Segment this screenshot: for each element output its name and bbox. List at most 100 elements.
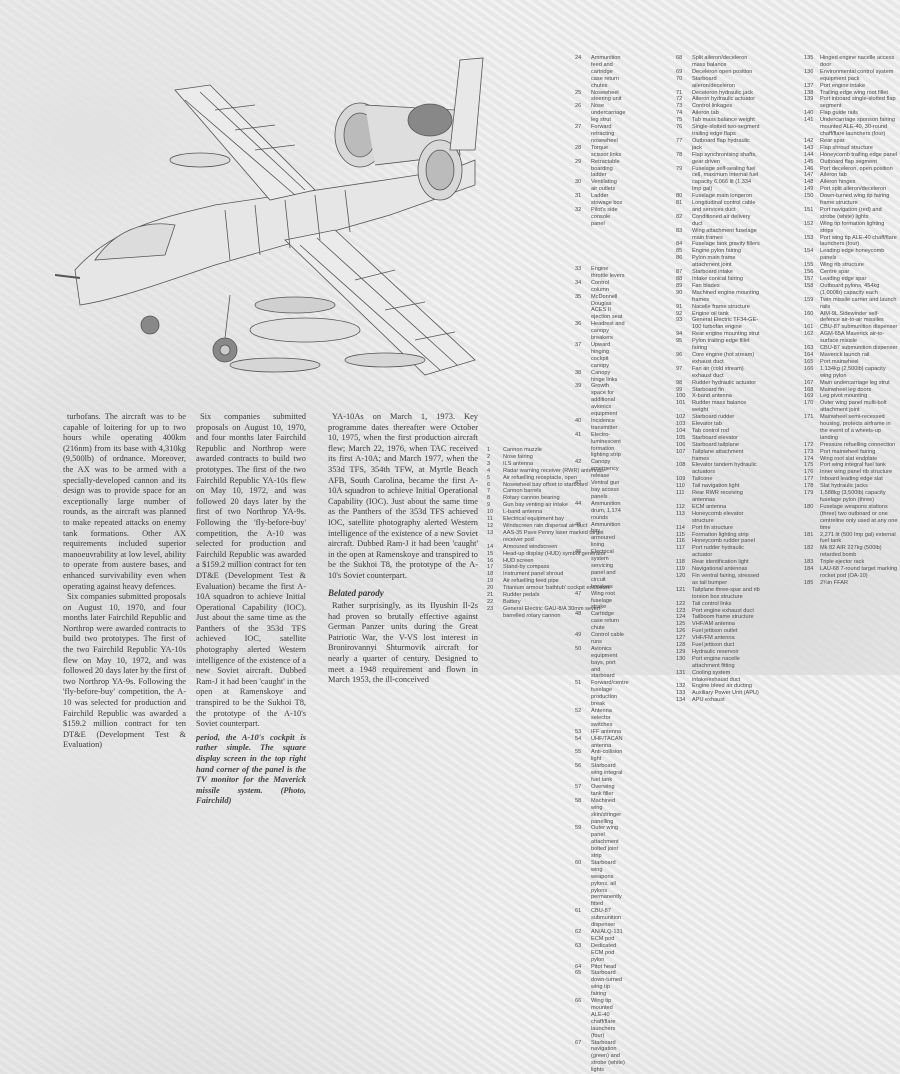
legend-number: 144 xyxy=(804,152,820,159)
legend-label: Anti-collision light xyxy=(591,749,625,763)
legend-label: Mainwheel leg doors xyxy=(820,387,898,394)
legend-label: Starboard navigation (green) and strobe … xyxy=(591,1040,625,1074)
legend-label: Avionics equipment bays, port and starbo… xyxy=(591,646,625,681)
legend-label: 1,588kg (3,500lb) capacity fuselage pylo… xyxy=(820,490,898,504)
legend-number: 82 xyxy=(676,214,692,228)
legend-label: Wing rib structure xyxy=(820,262,898,269)
legend-number: 129 xyxy=(676,649,692,656)
legend-label: Fuel jettison duct xyxy=(692,642,760,649)
legend-number: 166 xyxy=(804,366,820,380)
legend-number: 123 xyxy=(676,608,692,615)
legend-label: Port mainwheel fairing xyxy=(820,449,898,456)
legend-label: Leading edge honeycomb panels xyxy=(820,248,898,262)
article-column-2: Six companies submitted proposals on Aug… xyxy=(196,412,306,807)
legend-label: Twin missile carrier and launch rails xyxy=(820,297,898,311)
legend-number: 87 xyxy=(676,269,692,276)
legend-number: 103 xyxy=(676,421,692,428)
legend-number: 32 xyxy=(575,207,591,228)
legend-label: IFF antenna xyxy=(591,729,625,736)
legend-label: Cartridge case return chute xyxy=(591,611,625,632)
legend-number: 111 xyxy=(676,490,692,504)
legend-label: Mainwheel semi-recessed housing, protect… xyxy=(820,414,898,442)
legend-number: 31 xyxy=(575,193,591,207)
legend-label: Nosewheel steering unit xyxy=(591,90,623,104)
legend-label: Antenna selector switches xyxy=(591,708,625,729)
legend-number: 130 xyxy=(676,656,692,670)
legend-label: Tab mass balance weight xyxy=(692,117,760,124)
legend-number: 177 xyxy=(804,476,820,483)
legend-label: Electro-luminescent formation lighting s… xyxy=(591,432,625,460)
legend-number: 30 xyxy=(575,179,591,193)
legend-label: Port mainwheel xyxy=(820,359,898,366)
legend-label: Starboard elevator xyxy=(692,435,760,442)
legend-label: Tailcone xyxy=(692,476,760,483)
legend-number: 178 xyxy=(804,483,820,490)
legend-label: Wing tip mounted ALE-40 chaff/flare laun… xyxy=(591,998,625,1039)
legend-label: Intake conical fairing xyxy=(692,276,760,283)
legend-number: 99 xyxy=(676,387,692,394)
legend-number: 52 xyxy=(575,708,591,729)
legend-label: Leading edge spar xyxy=(820,276,898,283)
legend-label: Nose undercarriage leg strut xyxy=(591,103,626,124)
legend-label: Pressure refuelling connection xyxy=(820,442,898,449)
legend-number: 10 xyxy=(487,509,503,516)
legend-label: Fuselage weapons stations (three) two ou… xyxy=(820,504,898,532)
legend-number: 140 xyxy=(804,110,820,117)
legend-number: 19 xyxy=(487,578,503,585)
legend-label: Port engine exhaust duct xyxy=(692,608,760,615)
legend-number: 149 xyxy=(804,186,820,193)
legend-number: 70 xyxy=(676,76,692,90)
article-paragraph: YA-10As on March 1, 1973. Key programme … xyxy=(328,412,478,582)
legend-number: 131 xyxy=(676,670,692,684)
legend-number: 47 xyxy=(575,591,591,612)
legend-label: Aileron hydraulic actuator xyxy=(692,96,760,103)
legend-label: Rear RWR receiving antennas xyxy=(692,490,760,504)
legend-number: 148 xyxy=(804,179,820,186)
legend-number: 173 xyxy=(804,449,820,456)
legend-number: 132 xyxy=(676,683,692,690)
legend-label: Electrical system servicing panel and ci… xyxy=(591,549,625,590)
legend-number: 150 xyxy=(804,193,820,207)
legend-number: 18 xyxy=(487,571,503,578)
legend-label: Ammunition feed and cartridge case retur… xyxy=(591,55,623,90)
legend-number: 96 xyxy=(676,352,692,366)
legend-number: 69 xyxy=(676,69,692,76)
legend-label: AN/ALQ-131 ECM pod xyxy=(591,929,625,943)
legend-label: X-band antenna xyxy=(692,393,760,400)
legend-number: 152 xyxy=(804,221,820,235)
legend-label: AIM-9L Sidewinder self-defence air-to-ai… xyxy=(820,311,898,325)
legend-number: 9 xyxy=(487,502,503,509)
legend-number: 108 xyxy=(676,462,692,476)
